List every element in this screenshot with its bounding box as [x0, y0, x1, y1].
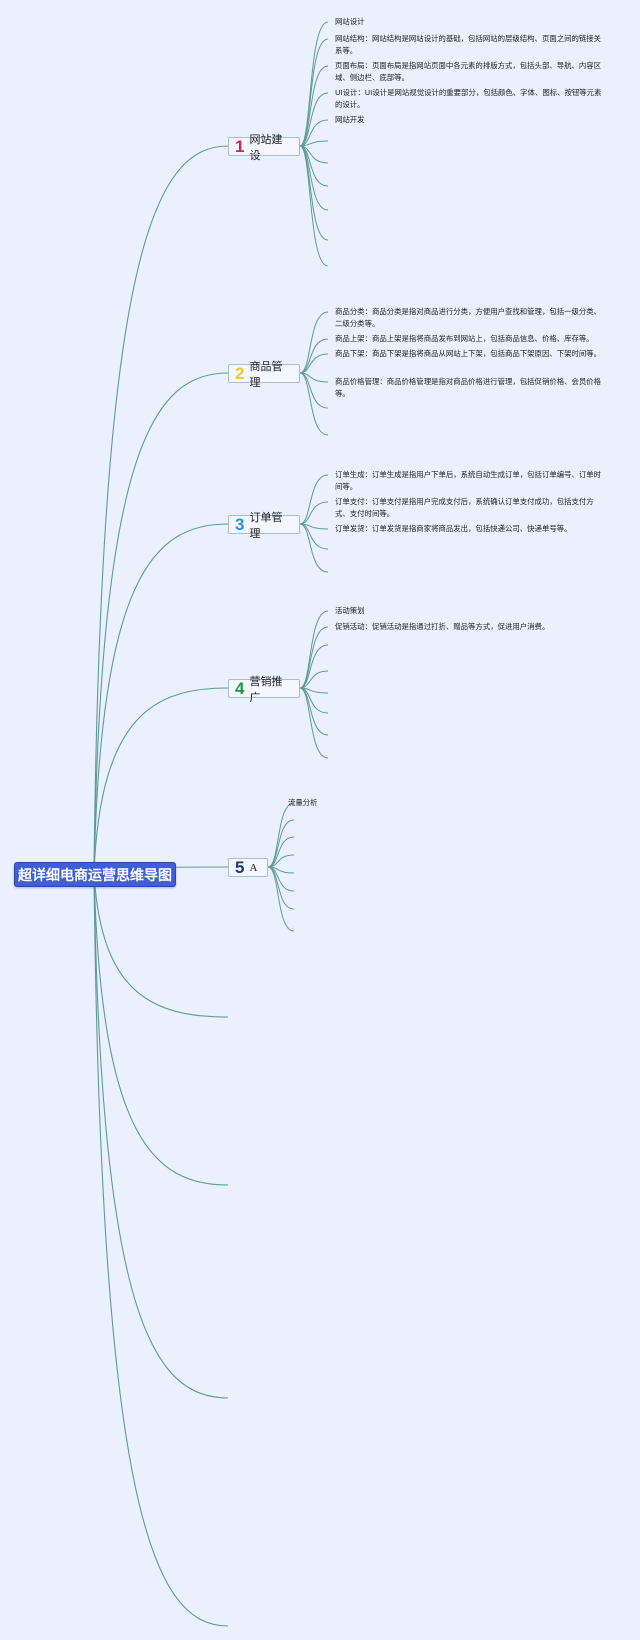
topic-number: 2 — [235, 364, 245, 383]
sub-link — [299, 372, 329, 409]
note-item: 网站结构：网站结构是网站设计的基础，包括网站的层级结构、页面之间的链接关系等。 — [335, 34, 602, 55]
root-link — [93, 523, 229, 873]
note-item: 商品下架：商品下架是指将商品从网站上下架，包括商品下架原因、下架时间等。 — [335, 349, 602, 358]
topic-five[interactable]: 5 A — [228, 858, 268, 877]
topic-website-build[interactable]: 1 网站建设 — [228, 133, 300, 162]
sub-link — [299, 145, 329, 211]
note-item: 商品分类：商品分类是指对商品进行分类，方便用户查找和管理，包括一级分类、二级分类… — [335, 307, 602, 328]
topic-label: 网站建设 — [249, 132, 283, 162]
sub-link — [299, 644, 329, 689]
sub-link — [299, 523, 329, 573]
root-link-empty — [93, 871, 229, 1627]
note-item: 订单发货：订单发货是指商家将商品发出，包括快递公司、快递单号等。 — [335, 524, 572, 533]
topic-product-management[interactable]: 2 商品管理 — [228, 360, 300, 389]
note-item: 活动策划 — [335, 606, 365, 615]
sub-link — [267, 836, 295, 868]
sub-link — [299, 65, 329, 147]
sub-link — [299, 501, 329, 525]
sub-link — [299, 474, 329, 525]
note-item: 网站开发 — [335, 115, 365, 124]
sub-link — [299, 92, 329, 147]
root-link — [93, 145, 229, 873]
root-link — [93, 372, 229, 873]
root-link-empty — [93, 871, 229, 1018]
sub-link — [299, 687, 329, 759]
topic-number: 5 — [235, 858, 245, 877]
topic-number: 3 — [235, 515, 245, 534]
root-topic-label: 超详细电商运营思维导图 — [18, 867, 172, 884]
note-item: 页面布局：页面布局是指网站页面中各元素的排版方式，包括头部、导航、内容区域、侧边… — [335, 61, 602, 82]
sub-link — [299, 145, 329, 267]
sub-link — [267, 866, 295, 932]
topic-label: 商品管理 — [249, 359, 283, 389]
root-link-empty — [93, 871, 229, 1399]
sub-link — [299, 353, 329, 374]
note-item: 网站设计 — [335, 17, 365, 26]
note-item: 促销活动：促销活动是指通过打折、赠品等方式，促进用户消费。 — [335, 622, 550, 631]
topic-label: 订单管理 — [249, 510, 283, 540]
note-item: UI设计：UI设计是网站视觉设计的重要部分，包括颜色、字体、图标、按钮等元素的设… — [335, 88, 602, 109]
topic-number: 4 — [235, 679, 245, 698]
sub-link — [299, 38, 329, 147]
sub-link — [299, 119, 329, 147]
topic-order-management[interactable]: 3 订单管理 — [228, 511, 300, 540]
note-item: 商品上架：商品上架是指将商品发布到网站上，包括商品信息、价格、库存等。 — [335, 334, 594, 343]
sub-link — [299, 670, 329, 689]
root-link-empty — [93, 871, 229, 1186]
sub-link — [267, 819, 295, 868]
root-link — [93, 687, 229, 873]
sub-link — [299, 372, 329, 436]
topic-number: 1 — [235, 137, 245, 156]
sub-link — [299, 687, 329, 736]
note-item: 商品价格管理：商品价格管理是指对商品价格进行管理，包括促销价格、会员价格等。 — [335, 377, 602, 398]
sub-link — [299, 311, 329, 374]
topic-label: 营销推广 — [249, 674, 283, 704]
note-item: 订单生成：订单生成是指用户下单后，系统自动生成订单，包括订单编号、订单时间等。 — [335, 470, 602, 491]
topic-label: A — [249, 861, 258, 874]
note-item: 订单支付：订单支付是指用户完成支付后，系统确认订单支付成功，包括支付方式、支付时… — [335, 497, 594, 518]
sub-link — [299, 338, 329, 374]
note-item: 流量分析 — [288, 798, 318, 807]
root-topic[interactable]: 超详细电商运营思维导图 — [14, 862, 176, 887]
topic-marketing[interactable]: 4 营销推广 — [228, 675, 300, 704]
